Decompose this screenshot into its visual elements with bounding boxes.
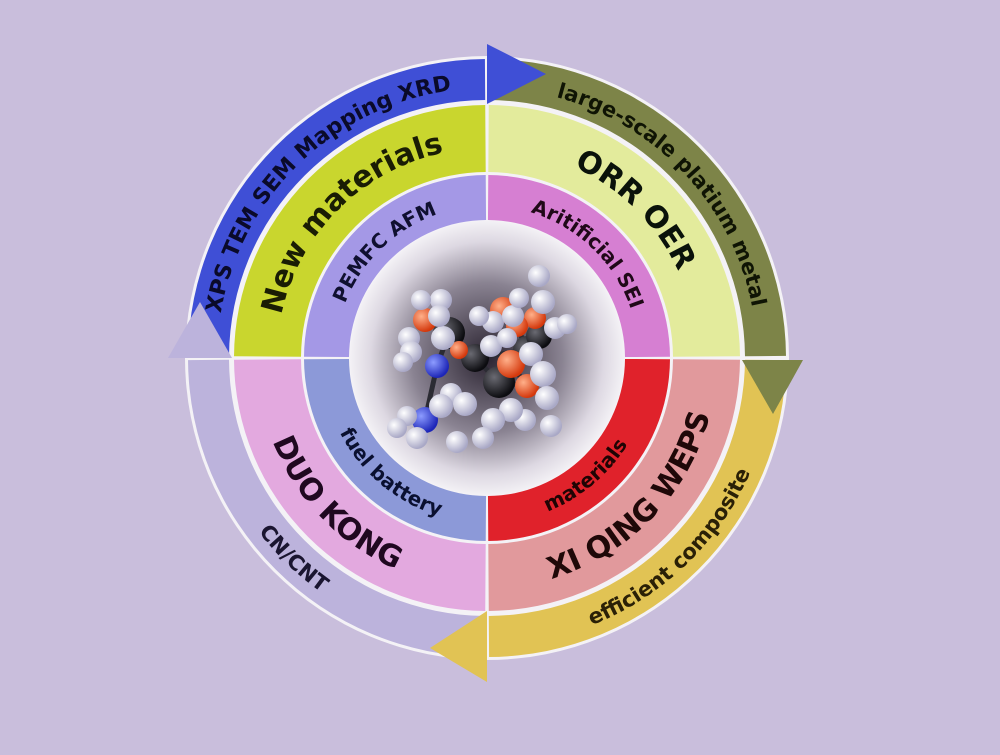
molecule-atom [429, 394, 453, 418]
inner-segment-bottom-left [304, 358, 487, 541]
molecule-atom [519, 342, 543, 366]
molecule-atom [431, 326, 455, 350]
outer-segment-top-left [188, 59, 486, 357]
molecule-atom [469, 306, 489, 326]
molecule-atom [530, 361, 556, 387]
molecule-core [350, 221, 624, 495]
inner-segment-top-left [304, 175, 487, 358]
outer-segment-bottom-left [188, 359, 486, 657]
molecule-atom [497, 328, 517, 348]
molecule-atom [528, 265, 550, 287]
molecule-atom [446, 431, 468, 453]
cycle-arrow-left [168, 302, 232, 358]
cycle-arrow-top [487, 44, 546, 104]
molecule-atom [540, 415, 562, 437]
molecule-atom [453, 392, 477, 416]
middle-segment-bottom-left [234, 359, 486, 611]
molecule-atom [412, 407, 438, 433]
middle-segment-top-right [488, 105, 740, 357]
molecule-atom [450, 341, 468, 359]
molecule-atom [557, 314, 577, 334]
outer-segment-top-right [488, 59, 786, 357]
molecule-atom [481, 408, 505, 432]
middle-segment-top-left [234, 105, 486, 357]
molecule-atom [387, 418, 407, 438]
inner-segment-top-right [487, 175, 670, 358]
molecule-atom [472, 427, 494, 449]
molecule-atom [428, 305, 450, 327]
molecule-atom [531, 290, 555, 314]
molecule-atom [425, 354, 449, 378]
molecule-atom [509, 288, 529, 308]
cycle-arrow-bottom [430, 611, 487, 682]
inner-segment-bottom-right [487, 358, 670, 541]
molecule-atom [480, 335, 502, 357]
cycle-arrow-right [742, 360, 803, 414]
molecule-atom [497, 350, 525, 378]
molecule-atom [393, 352, 413, 372]
molecule-atom [535, 386, 559, 410]
molecule-atom [502, 305, 524, 327]
molecule-atom [430, 289, 452, 311]
middle-segment-bottom-right [488, 359, 740, 611]
molecule-atom [406, 427, 428, 449]
molecule-atom [499, 398, 523, 422]
outer-segment-bottom-right [488, 359, 786, 657]
cycle-arrows [168, 44, 803, 682]
molecule-atom [411, 290, 431, 310]
